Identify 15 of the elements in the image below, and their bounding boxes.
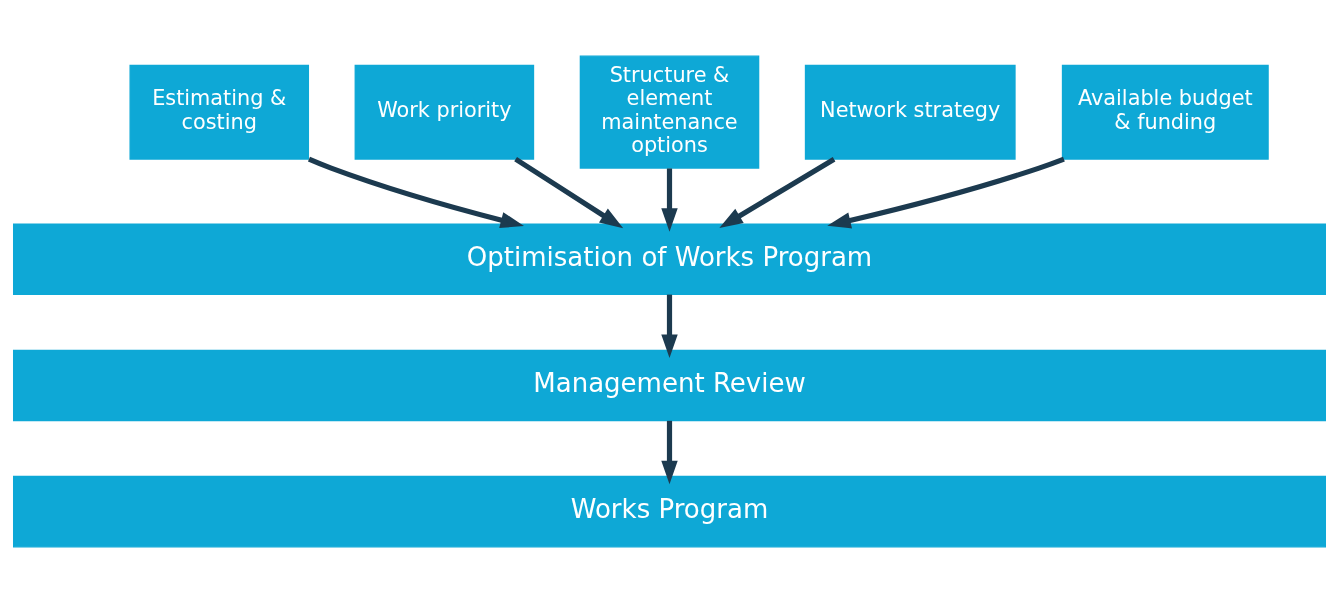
arrow xyxy=(661,294,678,358)
node-box: Works Program xyxy=(13,475,1326,547)
arrow xyxy=(661,420,678,484)
arrow xyxy=(307,156,524,228)
node-box: Estimating & costing xyxy=(129,64,310,160)
arrow xyxy=(827,156,1065,228)
node-box: Optimisation of Works Program xyxy=(13,222,1326,295)
arrow xyxy=(514,156,624,228)
node-box: Work priority xyxy=(354,64,535,160)
arrow xyxy=(661,168,678,232)
node-box: Network strategy xyxy=(804,64,1016,160)
node-box: Management Review xyxy=(13,349,1326,421)
node-box: Available budget & funding xyxy=(1061,64,1269,160)
node-box: Structure & element maintenance options xyxy=(579,55,760,169)
arrow xyxy=(719,156,836,228)
